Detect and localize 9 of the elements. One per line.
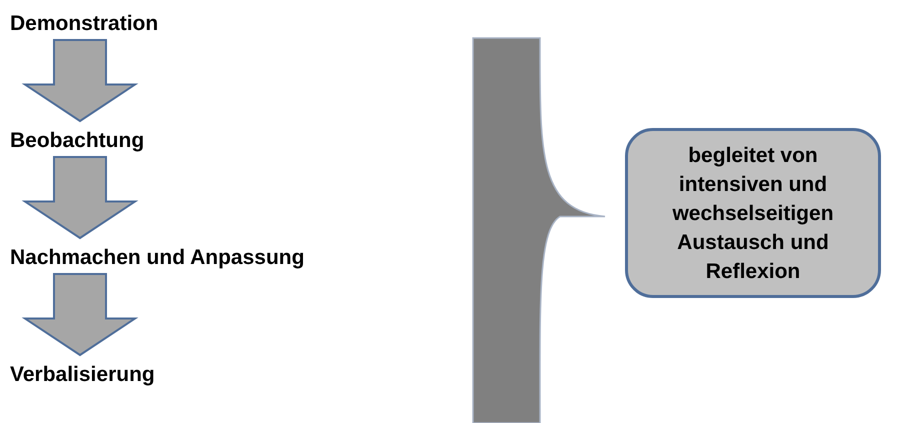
step-label: Beobachtung [10,127,144,155]
step-label: Verbalisierung [10,361,155,389]
block-arrow [22,39,138,122]
block-arrow [22,156,138,240]
rounded-box [625,128,881,298]
box-text: begleitet von intensiven und wechselseitigen Austausch und Reflexion [671,142,835,284]
block-arrow [22,273,138,356]
step-label: Nachmachen und Anpassung [10,244,304,272]
step-label: Demonstration [10,10,158,38]
